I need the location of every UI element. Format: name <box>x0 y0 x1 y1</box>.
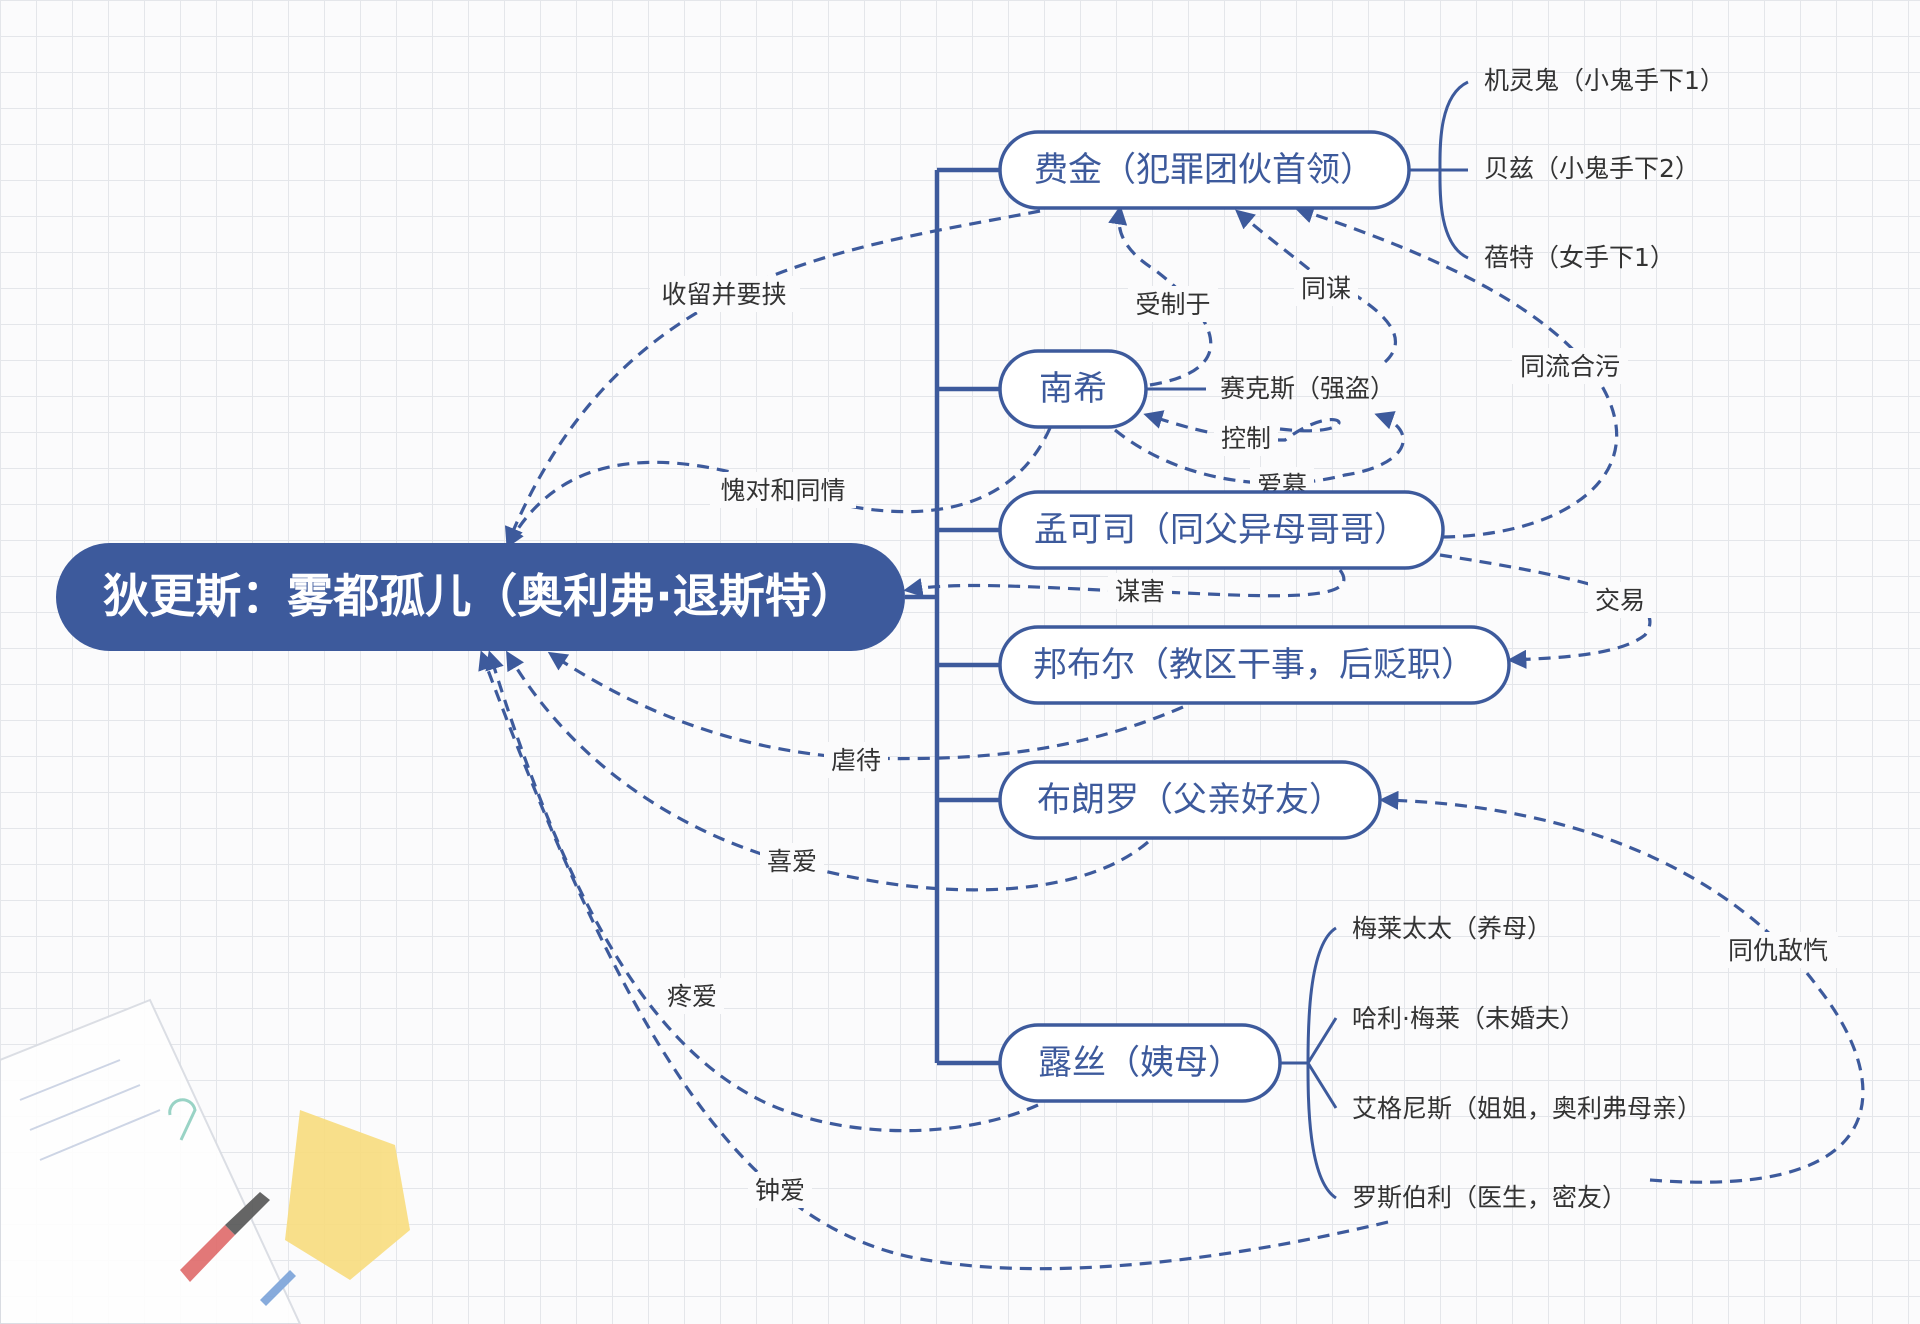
rel-fond-bg <box>760 843 824 879</box>
rel-dote-bg <box>660 978 724 1014</box>
rel-guilt-label: 愧对和同情 <box>720 476 845 505</box>
leaf-dodger: 机灵鬼（小鬼手下1） <box>1484 66 1725 95</box>
leaf-agnes: 艾格尼斯（姐姐，奥利弗母亲） <box>1352 1094 1702 1123</box>
leaf-harry: 哈利·梅莱（未婚夫） <box>1352 1004 1585 1033</box>
node-bumble-label: 邦布尔（教区干事，后贬职） <box>1033 645 1475 685</box>
rel-controlled-bg <box>1128 286 1218 322</box>
leaf-losberne: 罗斯伯利（医生，密友） <box>1352 1183 1627 1212</box>
node-monks-label: 孟可司（同父异母哥哥） <box>1034 510 1408 550</box>
rel-control-bg <box>1214 420 1278 456</box>
rel-common-enemy-curve <box>1379 790 1865 1184</box>
node-bumble[interactable] <box>998 625 1511 705</box>
rel-cherish-curve <box>478 650 1389 1271</box>
node-brownlow[interactable] <box>998 760 1382 840</box>
leaf-bates: 贝兹（小鬼手下2） <box>1484 154 1700 183</box>
rel-conspire-bg <box>1294 270 1358 306</box>
leaf-bet: 蓓特（女手下1） <box>1484 243 1675 272</box>
rel-murder-bg <box>1108 573 1172 609</box>
rel-shelter-label: 收留并要挟 <box>661 280 786 309</box>
leaf-sikes: 赛克斯（强盗） <box>1220 374 1395 403</box>
stationery-decoration <box>0 998 410 1324</box>
rel-murder-label: 谋害 <box>1115 577 1165 606</box>
fagin-leaf-bracket <box>1408 80 1469 260</box>
rel-dote-label: 疼爱 <box>667 982 717 1011</box>
rel-conspire-label: 同谋 <box>1301 274 1351 303</box>
rel-murder-curve <box>903 569 1346 598</box>
rose-leaf-bracket <box>1280 926 1338 1200</box>
node-nancy[interactable] <box>998 349 1148 429</box>
rel-abuse-label: 虐待 <box>831 746 881 775</box>
node-nancy-label: 南希 <box>1039 369 1107 409</box>
node-rose-label: 露丝（姨母） <box>1038 1043 1242 1083</box>
rel-shelter-bg <box>650 276 800 312</box>
node-rose[interactable] <box>998 1023 1282 1103</box>
rel-fond-label: 喜爱 <box>767 847 817 876</box>
rel-trade-label: 交易 <box>1595 586 1645 615</box>
rel-trade-bg <box>1588 582 1652 618</box>
node-brownlow-label: 布朗罗（父亲好友） <box>1037 780 1343 820</box>
rel-guilt-bg <box>710 472 856 508</box>
rel-accomplice-label: 同流合污 <box>1520 352 1620 381</box>
rel-cherish-bg <box>748 1172 812 1208</box>
rel-common-enemy-label: 同仇敌忾 <box>1728 936 1828 965</box>
rel-cherish-label: 钟爱 <box>755 1176 805 1205</box>
trunk-connector <box>905 167 1000 1066</box>
rel-control-curve <box>1143 410 1341 442</box>
node-monks[interactable] <box>998 490 1445 570</box>
root-node[interactable] <box>56 543 905 651</box>
rel-dote-curve <box>485 650 1039 1133</box>
node-fagin[interactable] <box>998 130 1411 210</box>
leaf-mrs-maylie: 梅莱太太（养母） <box>1352 914 1552 943</box>
rel-control-label: 控制 <box>1221 424 1271 453</box>
rel-trade-curve <box>1439 553 1652 669</box>
rel-common-enemy-bg <box>1720 932 1838 968</box>
rel-abuse-bg <box>824 742 888 778</box>
rel-accomplice-bg <box>1512 348 1628 384</box>
rel-controlled-label: 受制于 <box>1135 290 1210 319</box>
node-fagin-label: 费金（犯罪团伙首领） <box>1034 150 1374 190</box>
root-label: 狄更斯：雾都孤儿（奥利弗·退斯特） <box>103 569 856 623</box>
